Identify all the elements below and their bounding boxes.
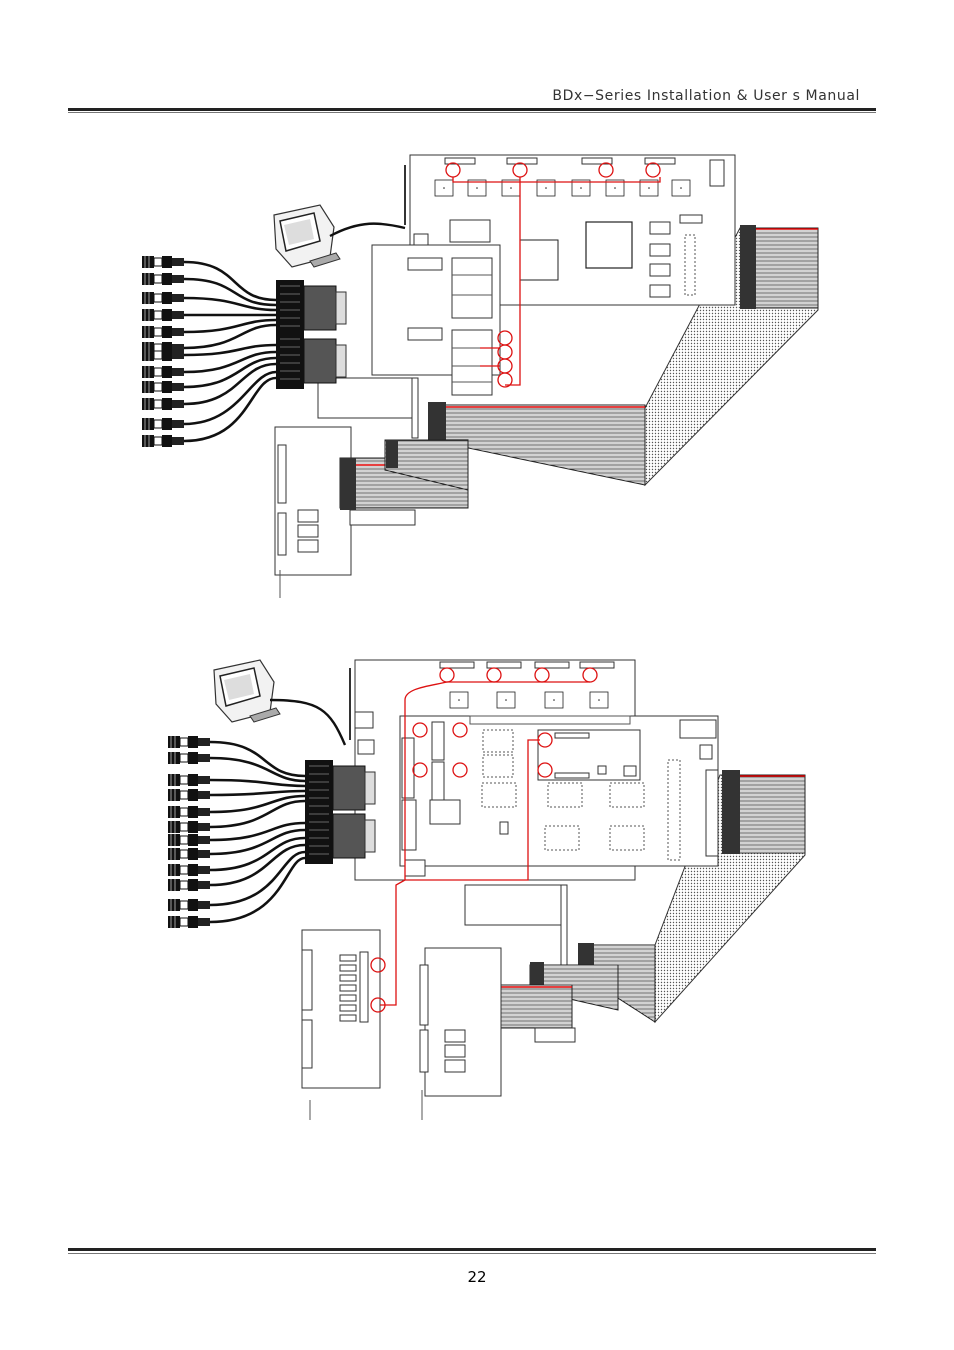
footer-rule-thin xyxy=(68,1253,876,1254)
footer-rule xyxy=(68,1248,876,1251)
bottom-wiring-diagram xyxy=(168,660,805,1120)
top-wiring-diagram xyxy=(142,155,818,598)
page-number: 22 xyxy=(0,1268,954,1286)
